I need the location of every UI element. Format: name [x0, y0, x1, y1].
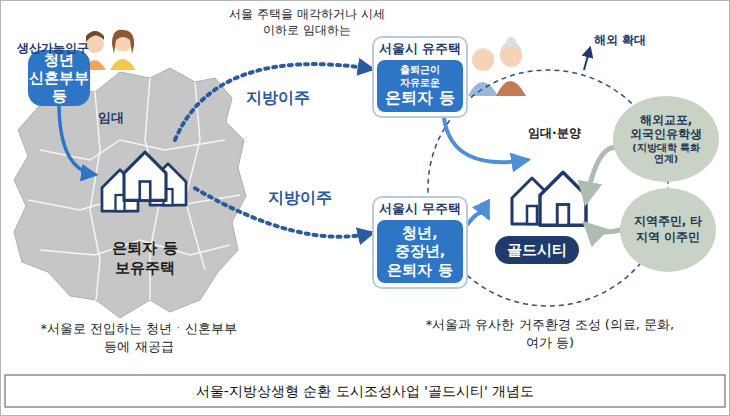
card-box: 서울시 무주택청년, 중장년, 은퇴자 등	[372, 196, 468, 289]
node-title: 은퇴자 등 보유주택	[95, 238, 195, 279]
label-box: 골드시티	[488, 160, 586, 264]
node-text: (지방대학 특화 연계)	[621, 142, 711, 166]
edge-label: 임대	[98, 110, 124, 126]
connector	[175, 64, 372, 140]
card-box: 서울시 유주택출퇴근이 자유로운은퇴자 등	[372, 36, 468, 118]
connector	[195, 188, 372, 236]
node-title: 서울시 무주택	[379, 201, 461, 217]
inner-pill: 출퇴근이 자유로운은퇴자 등	[377, 60, 463, 112]
population-label: 생산가능인구	[8, 40, 98, 56]
expansion-label: 해외 확대	[594, 32, 664, 48]
node-title: 청년 신혼부부 등	[29, 51, 89, 105]
label-box: 은퇴자 등 보유주택	[95, 140, 195, 278]
circle-node: 해외교포, 외국인유학생(지방대학 특화 연계)	[613, 96, 719, 182]
footnote: *서울로 전입하는 청년ㆍ신혼부부 등에 재공급	[26, 320, 252, 355]
inner-pill: 청년, 중장년, 은퇴자 등	[377, 220, 463, 282]
node-title: 서울시 유주택	[379, 41, 461, 57]
circle-node: 지역주민, 타 지역 이주민	[620, 188, 716, 272]
connector	[586, 148, 613, 202]
node-title: 골드시티	[495, 236, 579, 264]
note-label: 서울 주택을 매각하거나 시세 이하로 임대하는	[222, 6, 392, 38]
caption: 서울-지방상생형 순환 도시조성사업 '골드시티' 개념도	[8, 382, 722, 400]
connector	[586, 224, 620, 232]
edge-label: 지방이주	[268, 188, 332, 207]
label-box: 청년 신혼부부 등	[28, 50, 90, 106]
connector	[444, 118, 527, 162]
edge-label: 임대·분양	[528, 126, 581, 140]
connector	[468, 212, 488, 223]
node-title: 해외교포, 외국인유학생	[621, 113, 711, 142]
connector	[59, 106, 95, 175]
footnote: *서울과 유사한 거주환경 조성 (의료, 문화, 여가 등)	[418, 316, 682, 351]
node-text: 출퇴근이 자유로운	[379, 64, 461, 89]
edge-label: 지방이주	[246, 88, 310, 107]
node-title: 지역주민, 타 지역 이주민	[628, 214, 708, 245]
node-text: 은퇴자 등	[379, 89, 461, 108]
node-text: 청년, 중장년, 은퇴자 등	[379, 224, 461, 278]
